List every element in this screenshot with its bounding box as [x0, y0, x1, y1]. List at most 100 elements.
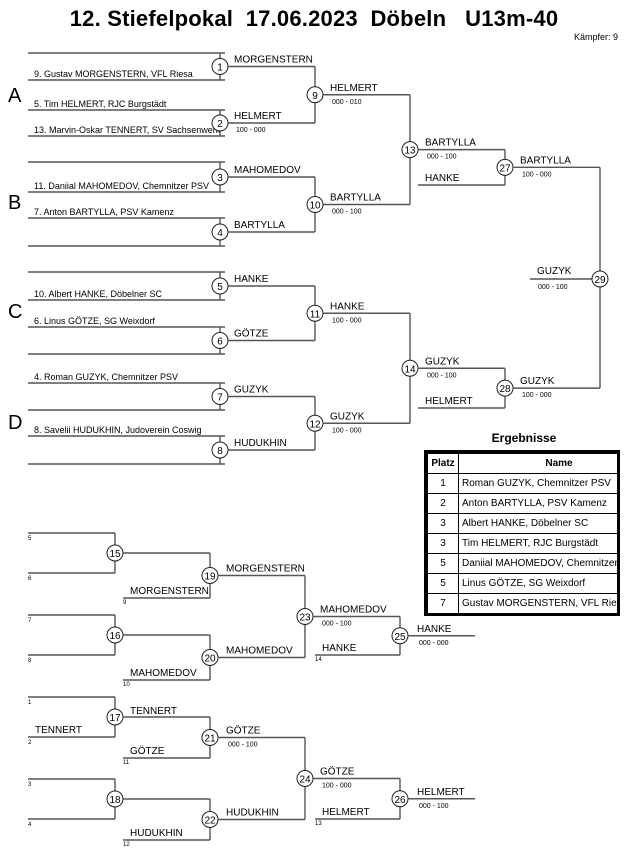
- match-winner-name: TENNERT: [130, 706, 177, 717]
- repechage-entry-name: MAHOMEDOV: [130, 668, 197, 679]
- match-winner-name: MORGENSTERN: [234, 55, 313, 66]
- match-winner-name: HANKE: [417, 624, 452, 635]
- result-name: Tim HELMERT, RJC Burgstädt: [458, 533, 617, 554]
- match-winner-name: GUZYK: [520, 376, 555, 387]
- repechage-entry-name: HANKE: [425, 173, 460, 184]
- match-score: 000 - 100: [332, 209, 362, 216]
- match-number: 3: [217, 173, 223, 184]
- match-score: 000 - 100: [538, 284, 568, 291]
- match-number: 22: [204, 816, 216, 827]
- entry-name: 11. Daniial MAHOMEDOV, Chemnitzer PSV: [34, 181, 209, 191]
- match-winner-name: MORGENSTERN: [226, 564, 305, 575]
- repechage-entry-name: TENNERT: [35, 725, 82, 736]
- match-score: 100 - 000: [522, 171, 552, 178]
- match-score: 100 - 000: [322, 783, 352, 790]
- header-place: Platz: [427, 453, 459, 474]
- match-score: 000 - 100: [419, 803, 449, 810]
- match-winner-name: HANKE: [330, 301, 365, 312]
- match-number: 16: [109, 631, 121, 642]
- result-place: 5: [427, 553, 459, 574]
- entry-name: 4. Roman GUZYK, Chemnitzer PSV: [34, 372, 178, 382]
- match-winner-name: MAHOMEDOV: [226, 646, 293, 657]
- source-ref: 13: [315, 821, 322, 827]
- match-score: 100 - 000: [332, 427, 362, 434]
- match-number: 2: [217, 119, 223, 130]
- match-number: 19: [204, 572, 216, 583]
- entry-name: 7. Anton BARTYLLA, PSV Kamenz: [34, 207, 174, 217]
- entry-name: 13. Marvin-Oskar TENNERT, SV Sachsenwerk: [34, 125, 221, 135]
- match-winner-name: HUDUKHIN: [226, 808, 279, 819]
- match-number: 17: [109, 713, 121, 724]
- result-name: Savelii HUDUKHIN, Judoverein Coswig: [459, 614, 621, 617]
- source-ref: 5: [28, 536, 32, 542]
- entry-name: 9. Gustav MORGENSTERN, VFL Riesa: [34, 69, 193, 79]
- match-number-circle: [591, 270, 609, 288]
- match-winner-name: GÖTZE: [234, 328, 269, 340]
- final-winner-name: GUZYK: [537, 266, 572, 277]
- match-winner-name: BARTYLLA: [330, 193, 381, 204]
- result-place: 2: [427, 493, 459, 514]
- source-ref: 8: [28, 658, 32, 664]
- match-number: 5: [217, 282, 223, 293]
- pool-label-a: A: [8, 85, 22, 107]
- result-place: 7: [428, 614, 459, 617]
- repechage-entry-name: HUDUKHIN: [130, 828, 183, 839]
- result-name: Daniial MAHOMEDOV, Chemnitzer PSV: [458, 553, 617, 574]
- match-number: 28: [499, 384, 511, 395]
- match-number: 14: [404, 364, 416, 375]
- match-number: 9: [312, 91, 318, 102]
- match-number: 6: [217, 337, 223, 348]
- repechage-entry-name: HANKE: [322, 643, 357, 654]
- result-name: Albert HANKE, Döbelner SC: [458, 513, 617, 534]
- match-number: 4: [217, 228, 223, 239]
- pool-label-b: B: [8, 192, 21, 214]
- match-winner-name: GUZYK: [425, 356, 460, 367]
- match-number: 26: [394, 795, 406, 806]
- match-number: 29: [594, 275, 606, 286]
- header-name: Name: [458, 453, 617, 474]
- match-winner-name: HUDUKHIN: [234, 438, 287, 449]
- match-number: 21: [204, 734, 216, 745]
- match-score: 000 - 100: [427, 154, 457, 161]
- entry-name: 6. Linus GÖTZE, SG Weixdorf: [34, 316, 155, 326]
- source-ref: 4: [28, 822, 32, 828]
- pool-label-c: C: [8, 301, 22, 323]
- entry-name: 5. Tim HELMERT, RJC Burgstädt: [34, 99, 167, 109]
- result-place: 3: [427, 533, 459, 554]
- source-ref: 3: [28, 782, 32, 788]
- source-ref: 14: [315, 657, 322, 663]
- result-name: Linus GÖTZE, SG Weixdorf: [458, 573, 617, 594]
- match-score: 000 - 000: [419, 640, 449, 647]
- result-row: 7Savelii HUDUKHIN, Judoverein Coswig: [428, 614, 621, 617]
- source-ref: 11: [123, 760, 130, 766]
- match-number: 1: [217, 63, 223, 74]
- repechage-entry-name: GÖTZE: [130, 745, 165, 757]
- source-ref: 1: [28, 700, 32, 706]
- match-winner-name: GUZYK: [234, 385, 269, 396]
- match-number: 23: [299, 613, 311, 624]
- match-score: 000 - 010: [332, 99, 362, 106]
- source-ref: 9: [123, 600, 127, 606]
- entry-name: 10. Albert HANKE, Döbelner SC: [34, 289, 163, 299]
- match-winner-name: HANKE: [234, 274, 269, 285]
- match-winner-name: HELMERT: [330, 83, 378, 94]
- source-ref: 2: [28, 740, 32, 746]
- match-number: 7: [217, 393, 223, 404]
- match-number: 11: [310, 309, 321, 320]
- match-winner-name: BARTYLLA: [520, 155, 571, 166]
- match-score: 000 - 100: [427, 372, 457, 379]
- match-winner-name: MAHOMEDOV: [234, 165, 301, 176]
- match-winner-name: GÖTZE: [226, 725, 261, 737]
- entry-name: 8. Savelii HUDUKHIN, Judoverein Coswig: [34, 425, 202, 435]
- match-winner-name: MAHOMEDOV: [320, 605, 387, 616]
- result-place: 3: [427, 513, 459, 534]
- result-name: Anton BARTYLLA, PSV Kamenz: [458, 493, 617, 514]
- result-place: 7: [427, 593, 459, 613]
- match-number: 24: [299, 775, 311, 786]
